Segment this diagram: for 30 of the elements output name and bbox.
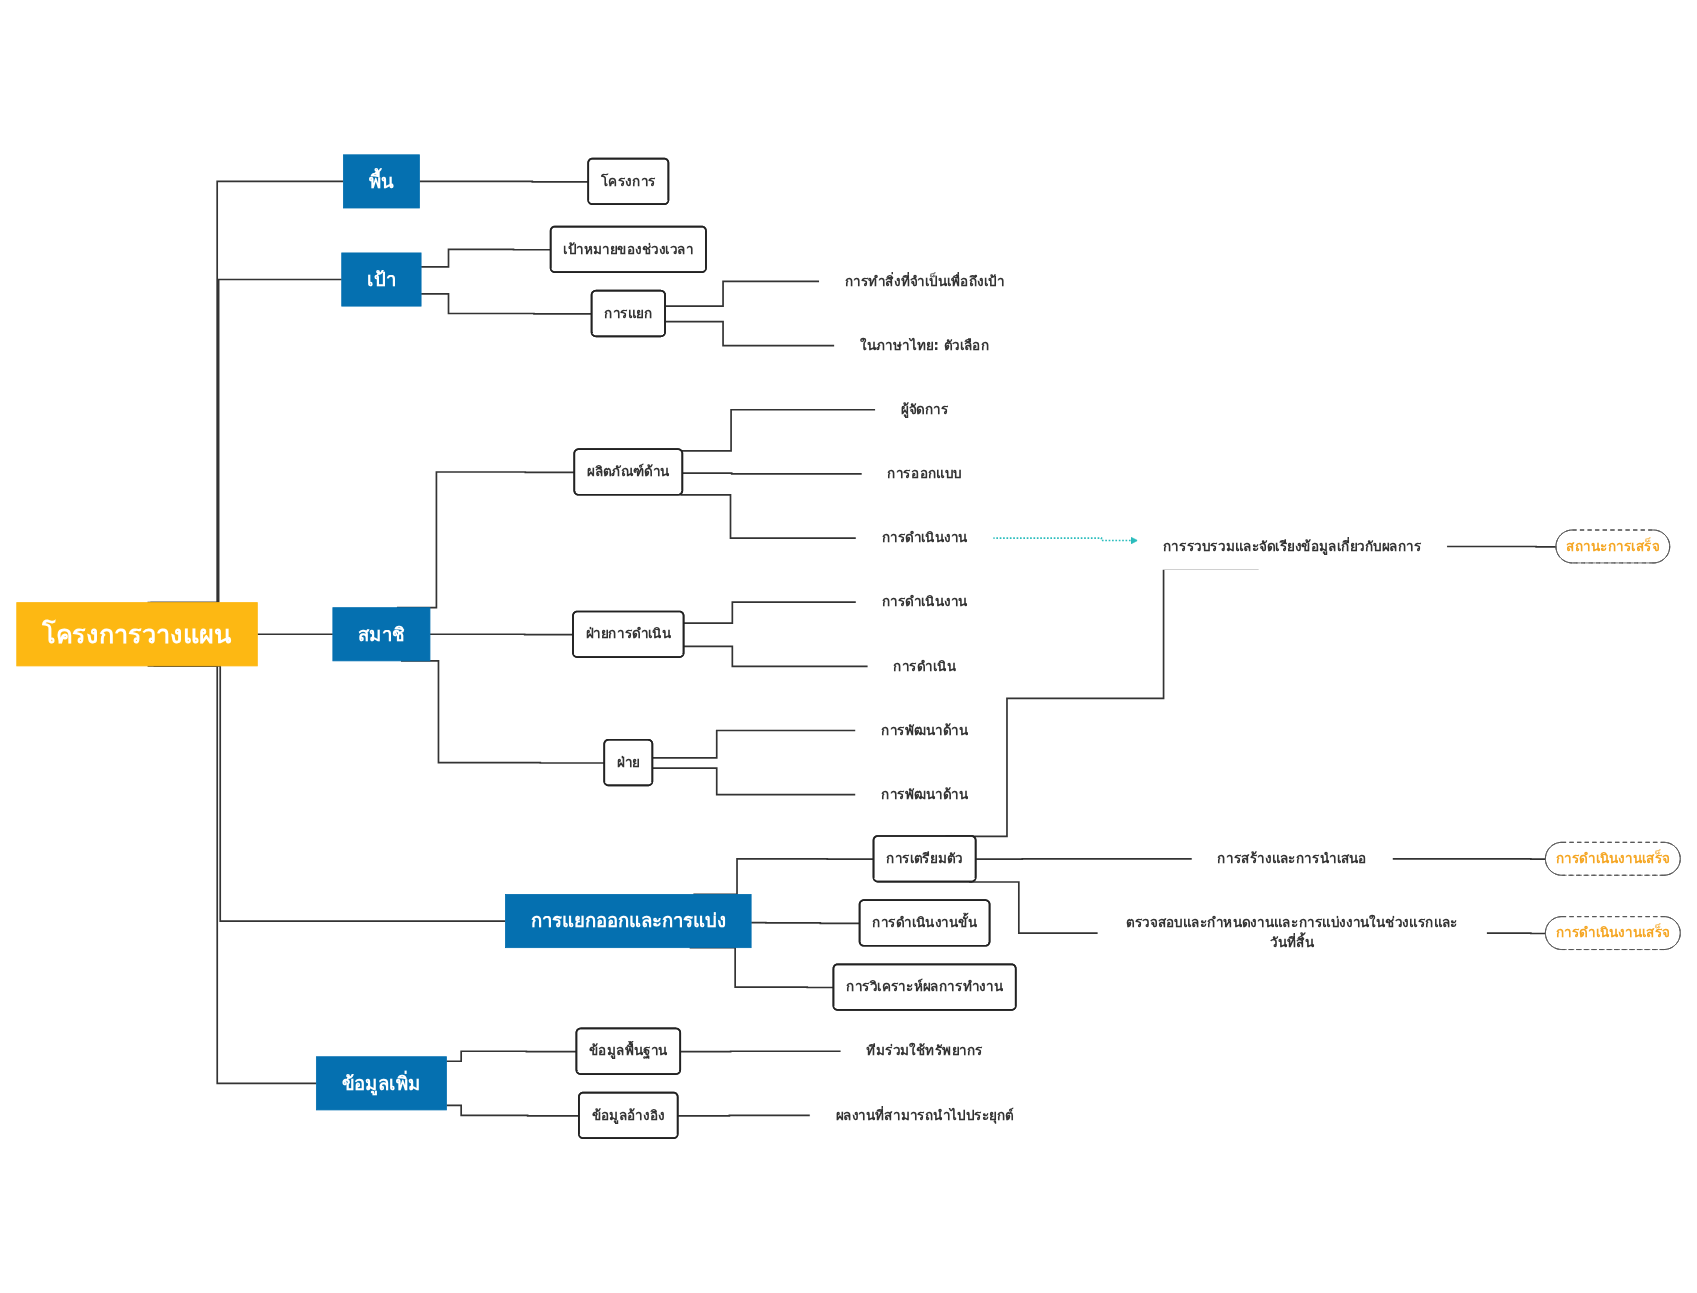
node-text: การพัฒนาด้าน: [881, 786, 969, 803]
connector: [1445, 545, 1558, 548]
node-box: พื้น: [343, 154, 420, 209]
node-box: การแยกออกและการแบ่ง: [505, 894, 752, 949]
node-box: ข้อมูลเพิ่ม: [316, 1056, 447, 1111]
node-text: การสร้างและการนำเสนอ: [1217, 850, 1367, 867]
connector: [256, 633, 334, 636]
node-text: การทำสิ่งที่จำเป็นเพื่อถึงเป้า: [844, 272, 1005, 290]
node-box: เป้า: [341, 252, 422, 307]
node-box: โครงการวางแผน: [16, 602, 258, 667]
node-text: การออกแบบ: [887, 465, 962, 482]
connector: [680, 408, 877, 452]
connector: [975, 857, 1193, 861]
node-text: การดำเนิน: [893, 657, 956, 674]
connector: [679, 493, 858, 539]
node-text: ตรวจสอบและกำหนดงานและการแบ่งงานในช่วงแรกและวันที่สิ้น: [1126, 914, 1459, 951]
arrow: [992, 536, 1139, 545]
connector: [677, 1114, 812, 1117]
connector: [1485, 932, 1547, 935]
node-text: ผลงานที่สามารถนำไปประยุกต์: [835, 1106, 1014, 1123]
connector: [1391, 857, 1547, 861]
node-text: ทีมร่วมใช้ทรัพยากร: [866, 1042, 983, 1059]
node-text: ผู้จัดการ: [900, 401, 949, 418]
connector: [683, 601, 858, 624]
node-text: การดำเนินงาน: [881, 593, 968, 610]
node-text: ในภาษาไทย: ตัวเลือก: [860, 337, 990, 354]
connector: [683, 645, 869, 668]
node-box: สมาชิ: [332, 607, 431, 662]
node-text: การดำเนินงาน: [881, 529, 968, 546]
node-text: การพัฒนาด้าน: [881, 722, 969, 739]
